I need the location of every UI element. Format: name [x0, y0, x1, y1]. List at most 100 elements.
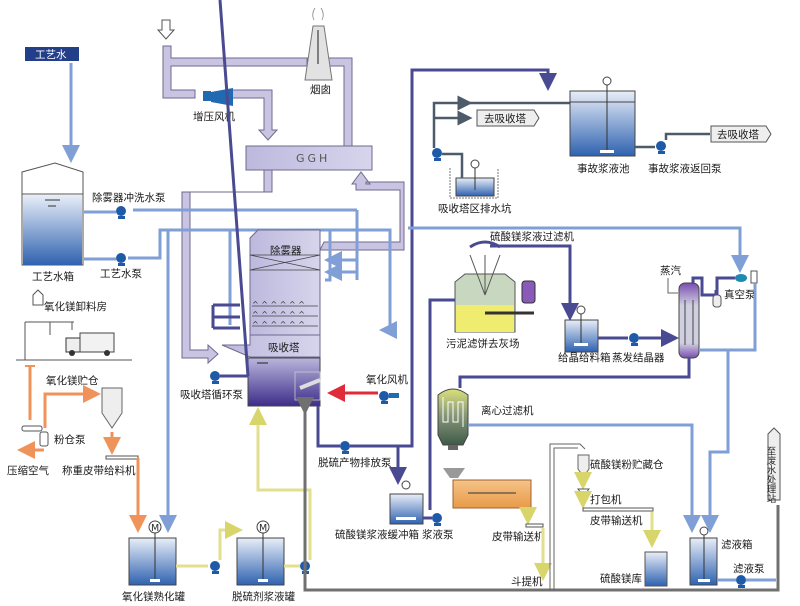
desulfurization-product-pump-icon — [340, 441, 350, 454]
crystal-feed-tank-label: 给晶给料箱 — [558, 351, 611, 364]
mgso4-powder-silo-icon — [577, 454, 590, 477]
filtrate-tank — [689, 526, 718, 586]
slaking-transfer-pump-icon — [210, 561, 220, 574]
bucket-elevator-label: 斗提机 — [511, 575, 543, 588]
sludge-cake-label: 污泥滤饼去灰场 — [446, 337, 520, 350]
motor-icon — [699, 526, 709, 536]
absorber-outlet-duct — [319, 171, 405, 251]
to-absorber-tag-2: 去吸收塔 — [710, 125, 772, 143]
absorber-label: 吸收塔 — [268, 341, 300, 354]
belt-discharger-icon — [452, 479, 532, 509]
belt-conveyor-1-icon — [525, 523, 544, 528]
filtrate-pump-label: 滤液泵 — [733, 562, 765, 575]
chimney-label: 烟囱 — [310, 83, 331, 96]
motor-icon — [602, 76, 612, 86]
booster-fan-label: 增压风机 — [193, 110, 235, 123]
desulfurizer-slurry-tank: M — [236, 520, 285, 586]
motor-icon — [576, 305, 586, 315]
to-absorber-tag-1: 去吸收塔 — [476, 109, 540, 127]
vacuum-pump-label: 真空泵 — [724, 288, 756, 301]
mgo-slaking-tank: M — [128, 520, 177, 586]
absorber-circulation-pump-icon — [210, 371, 220, 384]
svg-text:^ ^ ^ ^ ^ ^: ^ ^ ^ ^ ^ ^ — [252, 310, 305, 319]
svg-text:^ ^ ^ ^ ^ ^: ^ ^ ^ ^ ^ ^ — [252, 300, 305, 309]
ggh-to-absorber-duct — [181, 169, 273, 365]
spray-nozzles: ^ ^ ^ ^ ^ ^ ^ ^ ^ ^ ^ ^ ^ ^ ^ ^ ^ ^ — [252, 300, 305, 329]
svg-text:^ ^ ^ ^ ^ ^: ^ ^ ^ ^ ^ ^ — [252, 320, 305, 329]
flue-gas-inlet-arrow-icon — [156, 19, 176, 40]
absorber-area-sump-label: 吸收塔区排水坑 — [438, 202, 512, 215]
process-water-tank-label: 工艺水箱 — [32, 270, 74, 283]
flue-gas-ducts: GGH 增压风机 烟囱 — [156, 7, 405, 365]
belt-conveyor-1-label: 皮带输送机 — [492, 530, 545, 543]
emergency-slurry-pool — [569, 76, 636, 157]
process-water-source-label: 工艺水 — [35, 49, 67, 61]
slurry-pump-label: 浆液泵 — [422, 528, 454, 541]
emergency-slurry-pool-label: 事故浆液池 — [577, 162, 630, 175]
spray-header-pipes — [211, 303, 240, 330]
bucket-elevator-icon — [549, 443, 586, 590]
mgo-silo-label: 氧化镁贮仓 — [46, 374, 99, 387]
absorber-circulation-pump-label: 吸收塔循环泵 — [180, 388, 243, 401]
evaporative-crystallizer-label: 蒸发结晶器 — [612, 351, 665, 364]
mgso4-warehouse-icon — [644, 551, 668, 587]
weigh-belt-feeder-label: 称重皮带给料机 — [62, 464, 136, 477]
truck-icon — [65, 332, 115, 356]
demister-wash-pump-label: 除雾器冲洗水泵 — [92, 191, 166, 204]
evaporative-crystallizer-icon — [678, 282, 700, 359]
to-wastewater-station-label: 至废水处理站 — [765, 446, 777, 504]
to-wastewater-station-tag: 至废水处理站 — [765, 427, 781, 504]
centrifugal-filter-label: 离心过滤机 — [481, 404, 534, 417]
motor-label: M — [259, 523, 267, 534]
steam-label: 蒸汽 — [660, 264, 681, 277]
belt-conveyor-2-icon — [582, 507, 654, 512]
mgso4-slurry-filter-label: 硫酸镁浆液过滤机 — [490, 230, 574, 243]
mgo-silo-icon — [101, 387, 123, 429]
crystal-feed-tank — [564, 305, 599, 353]
process-water-pump-icon — [116, 253, 126, 266]
booster-outlet-duct — [231, 89, 279, 141]
mgo-unloading-room — [16, 289, 132, 361]
belt-conveyor-2-label: 皮带输送机 — [590, 514, 643, 527]
emergency-return-pump-icon — [656, 141, 666, 154]
filtrate-tank-label: 滤液箱 — [721, 538, 753, 551]
process-water-tank — [21, 162, 84, 266]
packing-machine-icon — [576, 488, 591, 497]
absorber-tower: ^ ^ ^ ^ ^ ^ ^ ^ ^ ^ ^ ^ ^ ^ ^ ^ ^ ^ — [221, 229, 321, 407]
mgso4-buffer-tank-label: 硫酸镁浆液缓冲箱 — [335, 528, 419, 541]
motor-label: M — [151, 523, 159, 534]
crystallizer-feed-pump-icon — [629, 333, 639, 346]
desulfurizer-slurry-tank-label: 脱硫剂浆液罐 — [232, 590, 295, 603]
mgo-slaking-tank-label: 氧化镁熟化罐 — [122, 590, 185, 603]
filtrate-pump-icon — [736, 575, 746, 588]
mgso4-slurry-filter-icon — [454, 240, 536, 333]
centrifugal-filter-icon — [437, 388, 469, 478]
process-water-source-box — [25, 47, 79, 61]
compressed-air-label: 压缩空气 — [7, 464, 49, 477]
desulfurization-product-pump-label: 脱硫产物排放泵 — [318, 456, 392, 469]
oxidation-fan-icon — [379, 391, 399, 404]
slurry-pump-icon — [432, 513, 442, 526]
motor-icon — [401, 480, 411, 490]
demister-label: 除雾器 — [270, 244, 302, 257]
mgso4-warehouse-label: 硫酸镁库 — [600, 572, 642, 585]
to-absorber-label-1: 去吸收塔 — [484, 112, 526, 125]
to-absorber-label-2: 去吸收塔 — [717, 128, 759, 141]
vacuum-pump-icon — [735, 274, 747, 282]
demister-wash-pump-icon — [116, 206, 126, 219]
chimney-icon — [304, 7, 333, 81]
mgo-unloading-room-label: 氧化镁卸料房 — [44, 300, 107, 313]
packing-machine-label: 打包机 — [590, 493, 622, 506]
emergency-return-pump-label: 事故浆液返回泵 — [648, 162, 722, 175]
weigh-belt-feeder-icon — [105, 455, 139, 460]
sump-pump-icon — [432, 148, 442, 161]
ggh-box — [245, 145, 373, 171]
powder-pump-label: 粉仓泵 — [54, 433, 86, 446]
mgso4-buffer-tank — [389, 480, 424, 525]
absorber-area-sump — [449, 159, 499, 199]
powder-pump-icon — [21, 425, 49, 447]
process-water-pump-label: 工艺水泵 — [100, 268, 142, 280]
ggh-label: GGH — [296, 152, 330, 165]
oxidation-fan-label: 氧化风机 — [366, 373, 408, 386]
